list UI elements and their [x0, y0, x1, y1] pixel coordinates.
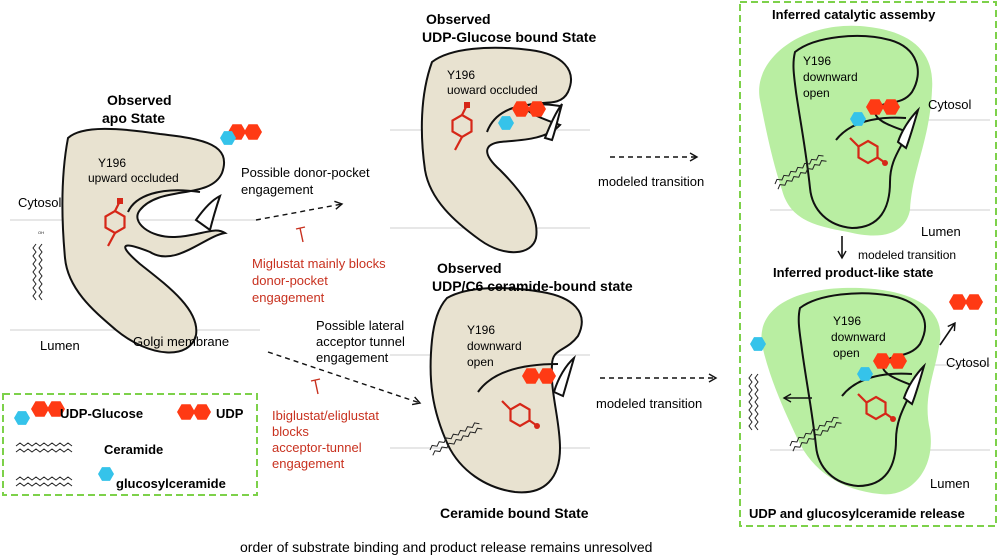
apo-enzyme-body: [61, 127, 228, 354]
product-lumen: Lumen: [930, 476, 970, 491]
legend-frame: [2, 393, 258, 496]
ceramide-residue-state-line2: open: [467, 355, 494, 369]
udp-glucose-residue: Y196: [447, 68, 475, 82]
legend-udp-glucose-label: UDP-Glucose: [60, 406, 143, 421]
legend-ceramide-icon: [15, 442, 73, 453]
transition-vertical-label: modeled transition: [858, 248, 956, 262]
acceptor-path-line2: acceptor tunnel: [316, 334, 405, 349]
apo-title-line2: apo State: [102, 110, 165, 126]
ceramide-enzyme-body: [429, 287, 583, 494]
udp-glucose-residue-state: uoward occluded: [447, 83, 538, 97]
apo-residue-state: upward occluded: [88, 171, 179, 185]
ceramide-title-line1: Observed: [437, 260, 502, 276]
legend-glucose-icon: [14, 411, 30, 425]
ceramide-caption: Ceramide bound State: [440, 505, 589, 521]
udp-glucose-title-line1: Observed: [426, 11, 491, 27]
apo-title-line1: Observed: [107, 92, 172, 108]
inferred-frame: [739, 1, 997, 527]
legend-ceramide-label: Ceramide: [104, 442, 163, 457]
legend-glucosylceramide-label: glucosylceramide: [116, 476, 226, 491]
legend-glucosylceramide-icon: [15, 476, 73, 487]
udp-glucose-title-line2: UDP-Glucose bound State: [422, 29, 596, 45]
ibiglustat-block-marker: [314, 379, 319, 395]
ibiglustat-line1: Ibiglustat/eliglustat: [272, 408, 379, 423]
product-caption: UDP and glucosylceramide release: [749, 506, 965, 521]
legend-glucosylceramide-glucose-icon: [98, 467, 114, 481]
donor-arrow: [255, 200, 344, 221]
ibiglustat-line2: blocks: [272, 424, 309, 439]
product-cytosol: Cytosol: [946, 355, 989, 370]
released-udp-icon: [949, 294, 983, 310]
product-state: [748, 287, 983, 495]
product-residue: Y196: [833, 314, 861, 328]
miglustat-line3: engagement: [252, 290, 325, 305]
catalytic-cytosol: Cytosol: [928, 97, 971, 112]
ibiglustat-line3: acceptor-tunnel: [272, 440, 362, 455]
legend-udp-icon: [177, 404, 211, 420]
apo-lumen: Lumen: [40, 338, 80, 353]
product-title: Inferred product-like state: [773, 265, 933, 280]
product-residue-state-line2: open: [833, 346, 860, 360]
udp-glucose-state: [420, 46, 572, 254]
catalytic-residue-state-line2: open: [803, 86, 830, 100]
svg-text:OH: OH: [38, 230, 44, 235]
miglustat-line2: donor-pocket: [252, 273, 328, 288]
miglustat-line1: Miglustat mainly blocks: [252, 256, 386, 271]
catalytic-lumen: Lumen: [921, 224, 961, 239]
ceramide-residue: Y196: [467, 323, 495, 337]
transition-bottom-label: modeled transition: [596, 396, 702, 411]
apo-state: OH: [32, 124, 262, 354]
ceramide-state: [428, 287, 583, 494]
apo-residue: Y196: [98, 156, 126, 170]
acceptor-path-line3: engagement: [316, 350, 389, 365]
catalytic-residue-state-line1: downward: [803, 70, 858, 84]
ceramide-molecule-icon: [32, 243, 43, 301]
donor-path-line2: engagement: [241, 182, 314, 197]
catalytic-enzyme-body: [792, 35, 919, 230]
catalytic-residue: Y196: [803, 54, 831, 68]
transition-top-label: modeled transition: [598, 174, 704, 189]
release-arrow-udp: [939, 321, 956, 346]
ceramide-residue-state-line1: downward: [467, 339, 522, 353]
footer-note: order of substrate binding and product r…: [240, 539, 652, 555]
legend-udp-label: UDP: [216, 406, 244, 421]
ceramide-title-line2: UDP/C6 ceramide-bound state: [432, 278, 633, 294]
released-glucosylceramide-icon: [748, 373, 759, 431]
catalytic-state: [759, 25, 933, 236]
ibiglustat-line4: engagement: [272, 456, 345, 471]
apo-membrane: Golgi membrane: [133, 334, 229, 349]
udp-glucose-enzyme-body: [420, 46, 572, 254]
apo-cytosol: Cytosol: [18, 195, 61, 210]
catalytic-title: Inferred catalytic assemby: [772, 7, 936, 22]
acceptor-path-line1: Possible lateral: [316, 318, 404, 333]
product-residue-state-line1: downward: [831, 330, 886, 344]
donor-path-line1: Possible donor-pocket: [241, 165, 370, 180]
miglustat-block-marker: [299, 227, 304, 243]
